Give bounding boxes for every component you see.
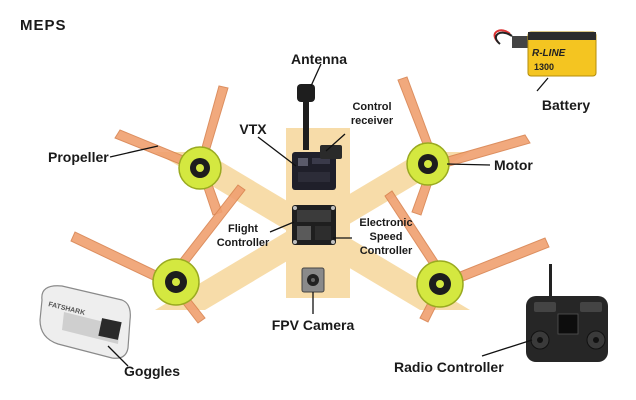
- battery-label: Battery: [542, 97, 590, 113]
- antenna: [297, 84, 315, 150]
- brand-logo: MEPS: [20, 17, 67, 34]
- esc-label-line3: Controller: [360, 245, 413, 257]
- radio-controller-label: Radio Controller: [394, 359, 504, 375]
- goggles-leader: [107, 345, 129, 367]
- vtx-leader: [257, 136, 297, 167]
- motor-top-left: [178, 146, 222, 190]
- flight-controller-label-line1: Flight: [228, 223, 258, 235]
- fpv-camera: [301, 267, 325, 293]
- motor-top-right: [406, 142, 450, 186]
- motor-bottom-right: [416, 260, 464, 308]
- control-receiver: [320, 145, 342, 159]
- receiver-leader: [325, 133, 346, 152]
- motor-leader: [446, 163, 491, 166]
- motor-label: Motor: [494, 157, 533, 173]
- battery-capacity-text: 1300: [534, 62, 554, 72]
- goggles: FATSHARK: [39, 285, 131, 359]
- propeller-label: Propeller: [48, 149, 109, 165]
- battery-leader: [536, 77, 549, 92]
- vtx-label: VTX: [239, 121, 267, 137]
- flight-controller-stack: [292, 205, 336, 245]
- goggles-label: Goggles: [124, 363, 180, 379]
- radio-controller: [526, 264, 608, 362]
- battery: R-LINE 1300: [493, 29, 597, 77]
- antenna-label: Antenna: [291, 51, 347, 67]
- flight-controller-leader: [269, 221, 295, 233]
- antenna-leader: [310, 63, 322, 87]
- motor-bottom-left: [152, 258, 200, 306]
- vtx-board: [292, 152, 336, 190]
- esc-label-line2: Speed: [369, 231, 402, 243]
- esc-label-line1: Electronic: [359, 217, 412, 229]
- control-receiver-label-line2: receiver: [351, 115, 394, 127]
- battery-brand-text: R-LINE: [532, 48, 566, 59]
- flight-controller-label-line2: Controller: [217, 237, 270, 249]
- control-receiver-label-line1: Control: [352, 101, 391, 113]
- propeller-leader: [109, 145, 159, 158]
- radio-controller-leader: [481, 339, 533, 357]
- fpv-camera-label: FPV Camera: [272, 317, 355, 333]
